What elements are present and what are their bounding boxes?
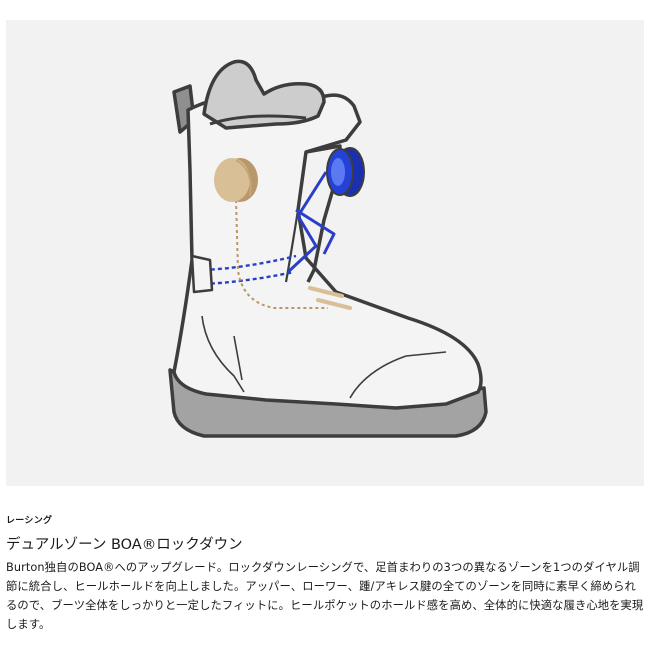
section-eyebrow: レーシング [6,516,53,526]
lace-guide [190,254,214,294]
upper-zone-lace [286,171,336,274]
heel-zone-path [235,199,328,309]
heel-zone-strap-1 [308,286,344,298]
feature-title: デュアルゾーン BOA®ロックダウン [6,537,243,553]
heel-anchor-edge [235,159,252,197]
lower-zone-lace-1 [203,254,297,272]
tongue-panel [305,144,342,283]
liner-collar [202,59,326,130]
boa-dial-highlight [331,158,345,186]
toe-contour [349,351,447,399]
product-illustration [6,20,644,486]
tongue-edge [284,209,300,283]
side-panel-line [201,315,245,393]
heel-zone-strap-2 [316,298,352,310]
collar-rim [209,114,307,126]
heel-anchor-disc [214,158,250,202]
snowboard-boot-diagram [168,59,488,438]
vamp-line [233,335,243,381]
feature-description: Burton独自のBOA®へのアップグレード。ロックダウンレーシングで、足首まわ… [6,561,644,631]
